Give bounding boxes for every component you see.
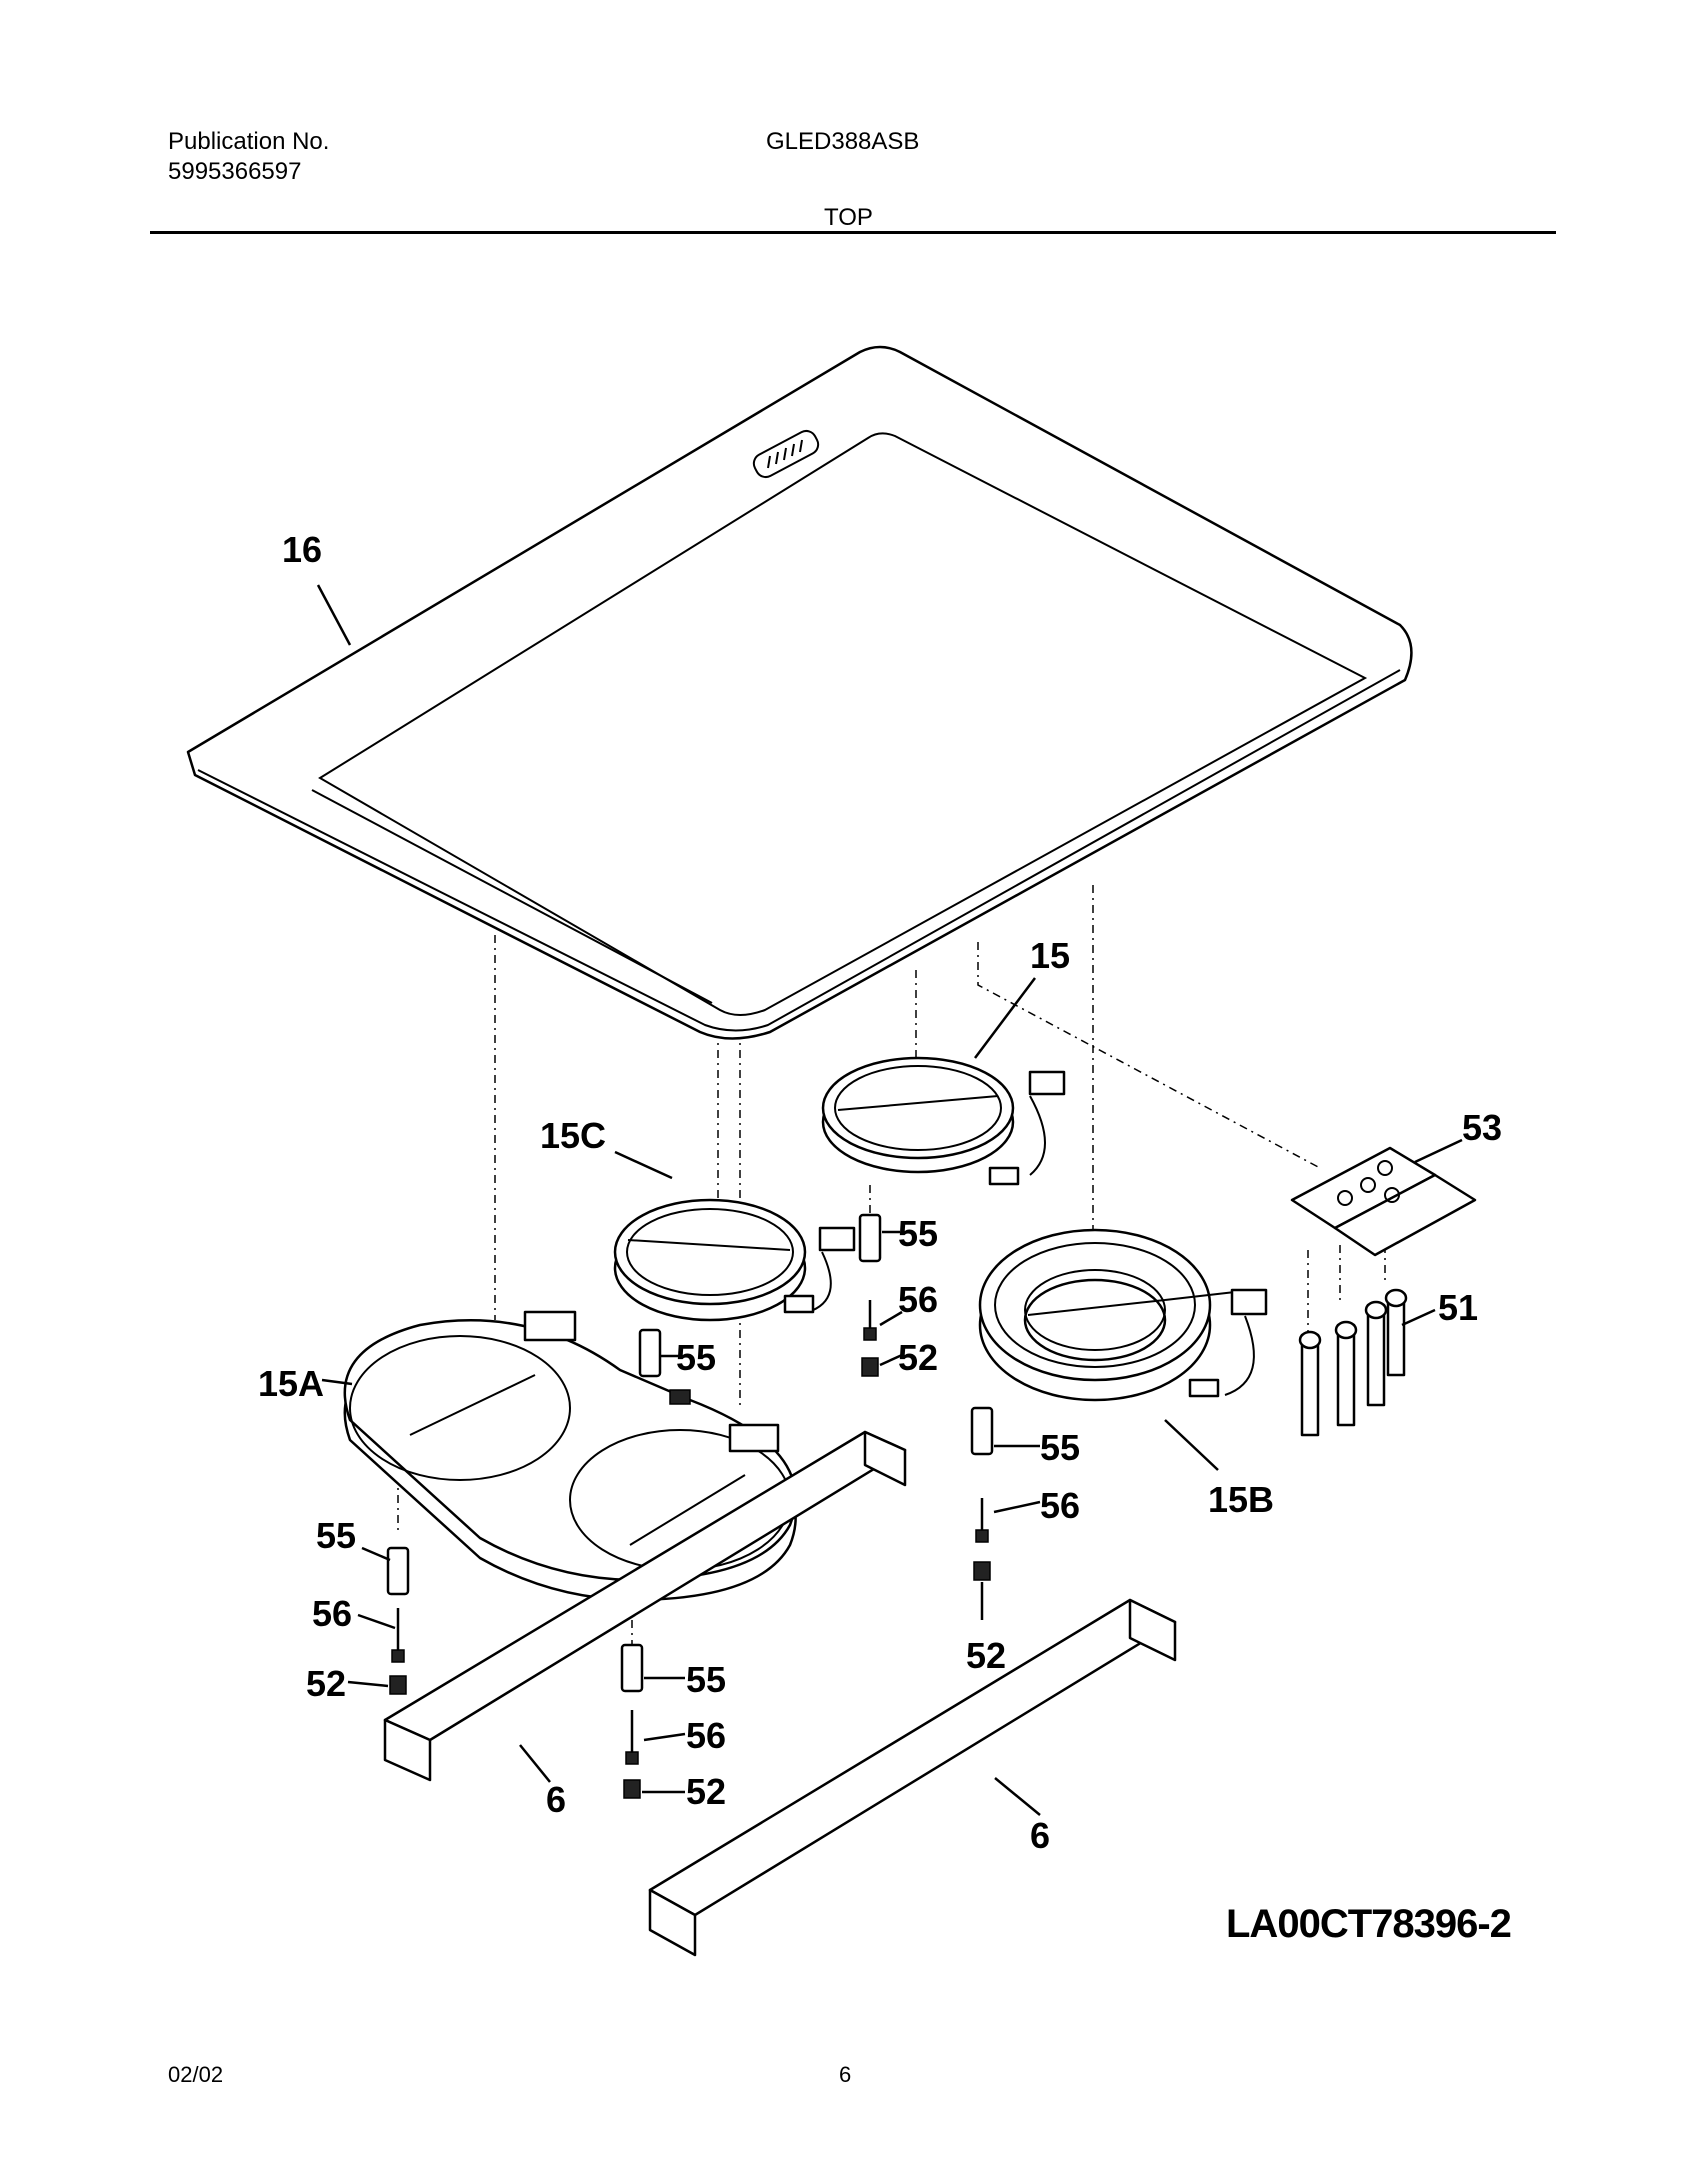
callout-15: 15 — [1030, 935, 1070, 976]
callout-56-e: 56 — [686, 1715, 726, 1756]
callout-52-c: 52 — [898, 1337, 938, 1378]
callout-6-right: 6 — [1030, 1815, 1050, 1856]
callout-52-e: 52 — [686, 1771, 726, 1812]
callout-55-a: 55 — [316, 1515, 356, 1556]
hardware-stack-d — [970, 1406, 994, 1581]
element-15b — [978, 1228, 1268, 1402]
model-number: GLED388ASB — [766, 128, 920, 155]
header-rule — [150, 231, 1556, 234]
callout-56-c: 56 — [898, 1279, 938, 1320]
indicator-lights-51 — [1298, 1288, 1408, 1437]
element-15a — [343, 1310, 797, 1602]
leader-lines — [316, 584, 1463, 1816]
callout-55-e: 55 — [686, 1659, 726, 1700]
hardware-stack-c — [858, 1213, 882, 1377]
bracket-6-left — [383, 1430, 907, 1782]
callout-15c: 15C — [540, 1115, 606, 1156]
diagram-reference-id: LA00CT78396-2 — [1226, 1902, 1512, 1946]
hardware-stack-a — [386, 1546, 410, 1695]
callout-15b: 15B — [1208, 1479, 1274, 1520]
bracket-6-right — [648, 1598, 1177, 1957]
callouts: 16 15 15C 15A 15B 53 51 55 56 52 55 55 5… — [258, 529, 1502, 1856]
callout-52-a: 52 — [306, 1663, 346, 1704]
callout-6-left: 6 — [546, 1779, 566, 1820]
callout-53: 53 — [1462, 1107, 1502, 1148]
cooktop-top — [186, 345, 1413, 1040]
vent-icon — [767, 439, 803, 469]
hardware-stack-e — [620, 1643, 644, 1799]
hardware-stack-b — [638, 1328, 662, 1378]
callout-56-d: 56 — [1040, 1485, 1080, 1526]
section-title: TOP — [824, 204, 873, 231]
element-15c — [613, 1198, 856, 1322]
callout-51: 51 — [1438, 1287, 1478, 1328]
callout-15a: 15A — [258, 1363, 324, 1404]
publication-label: Publication No. — [168, 128, 330, 155]
publication-number: 5995366597 — [168, 158, 302, 185]
footer-date: 02/02 — [168, 2062, 224, 2087]
callout-52-d: 52 — [966, 1635, 1006, 1676]
callout-16: 16 — [282, 529, 322, 570]
callout-55-c: 55 — [898, 1213, 938, 1254]
callout-56-a: 56 — [312, 1593, 352, 1634]
element-15 — [821, 1056, 1066, 1186]
page-number: 6 — [839, 2062, 852, 2087]
callout-55-d: 55 — [1040, 1427, 1080, 1468]
bracket-53 — [1290, 1146, 1477, 1257]
callout-55-b: 55 — [676, 1337, 716, 1378]
